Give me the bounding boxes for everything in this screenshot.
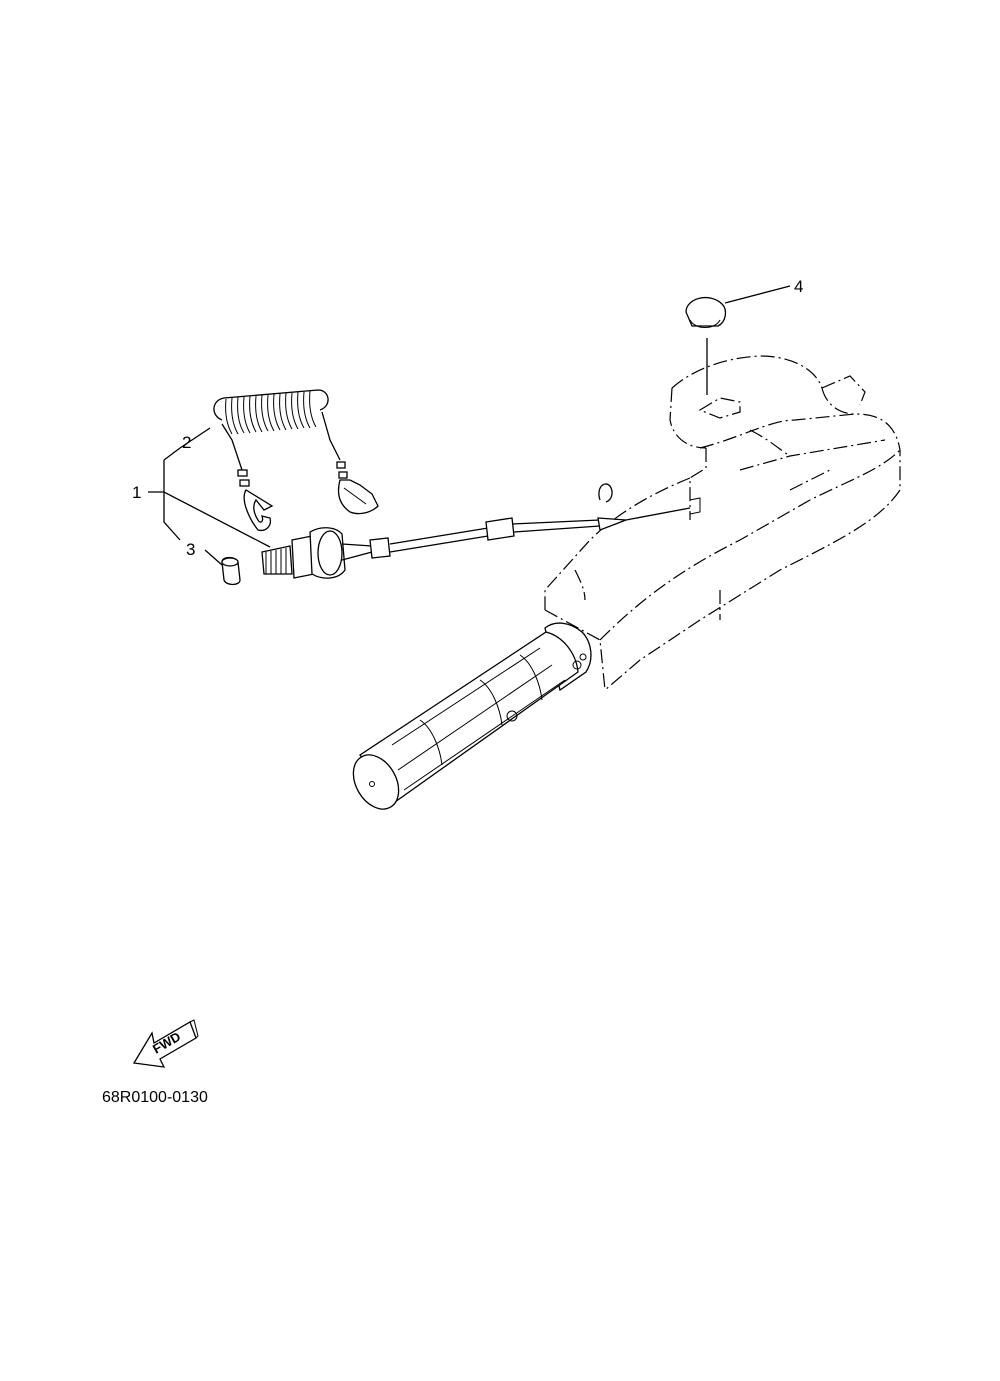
stop-switch (261, 527, 373, 579)
part-code: 68R0100-0130 (102, 1089, 208, 1106)
lanyard-cord (213, 389, 379, 532)
callout-1: 1 (132, 483, 141, 502)
callout-leaders (148, 285, 791, 566)
tiller-handle-outline (544, 355, 901, 691)
cap-part (221, 556, 241, 586)
callout-4: 4 (794, 277, 803, 296)
switch-cable (369, 483, 701, 559)
callout-2: 2 (182, 433, 191, 452)
fwd-label: FWD (150, 1029, 183, 1057)
plug-part (685, 296, 727, 395)
callout-3: 3 (186, 540, 195, 559)
fwd-arrow-icon: FWD (132, 1019, 199, 1068)
twist-grip (352, 622, 592, 810)
